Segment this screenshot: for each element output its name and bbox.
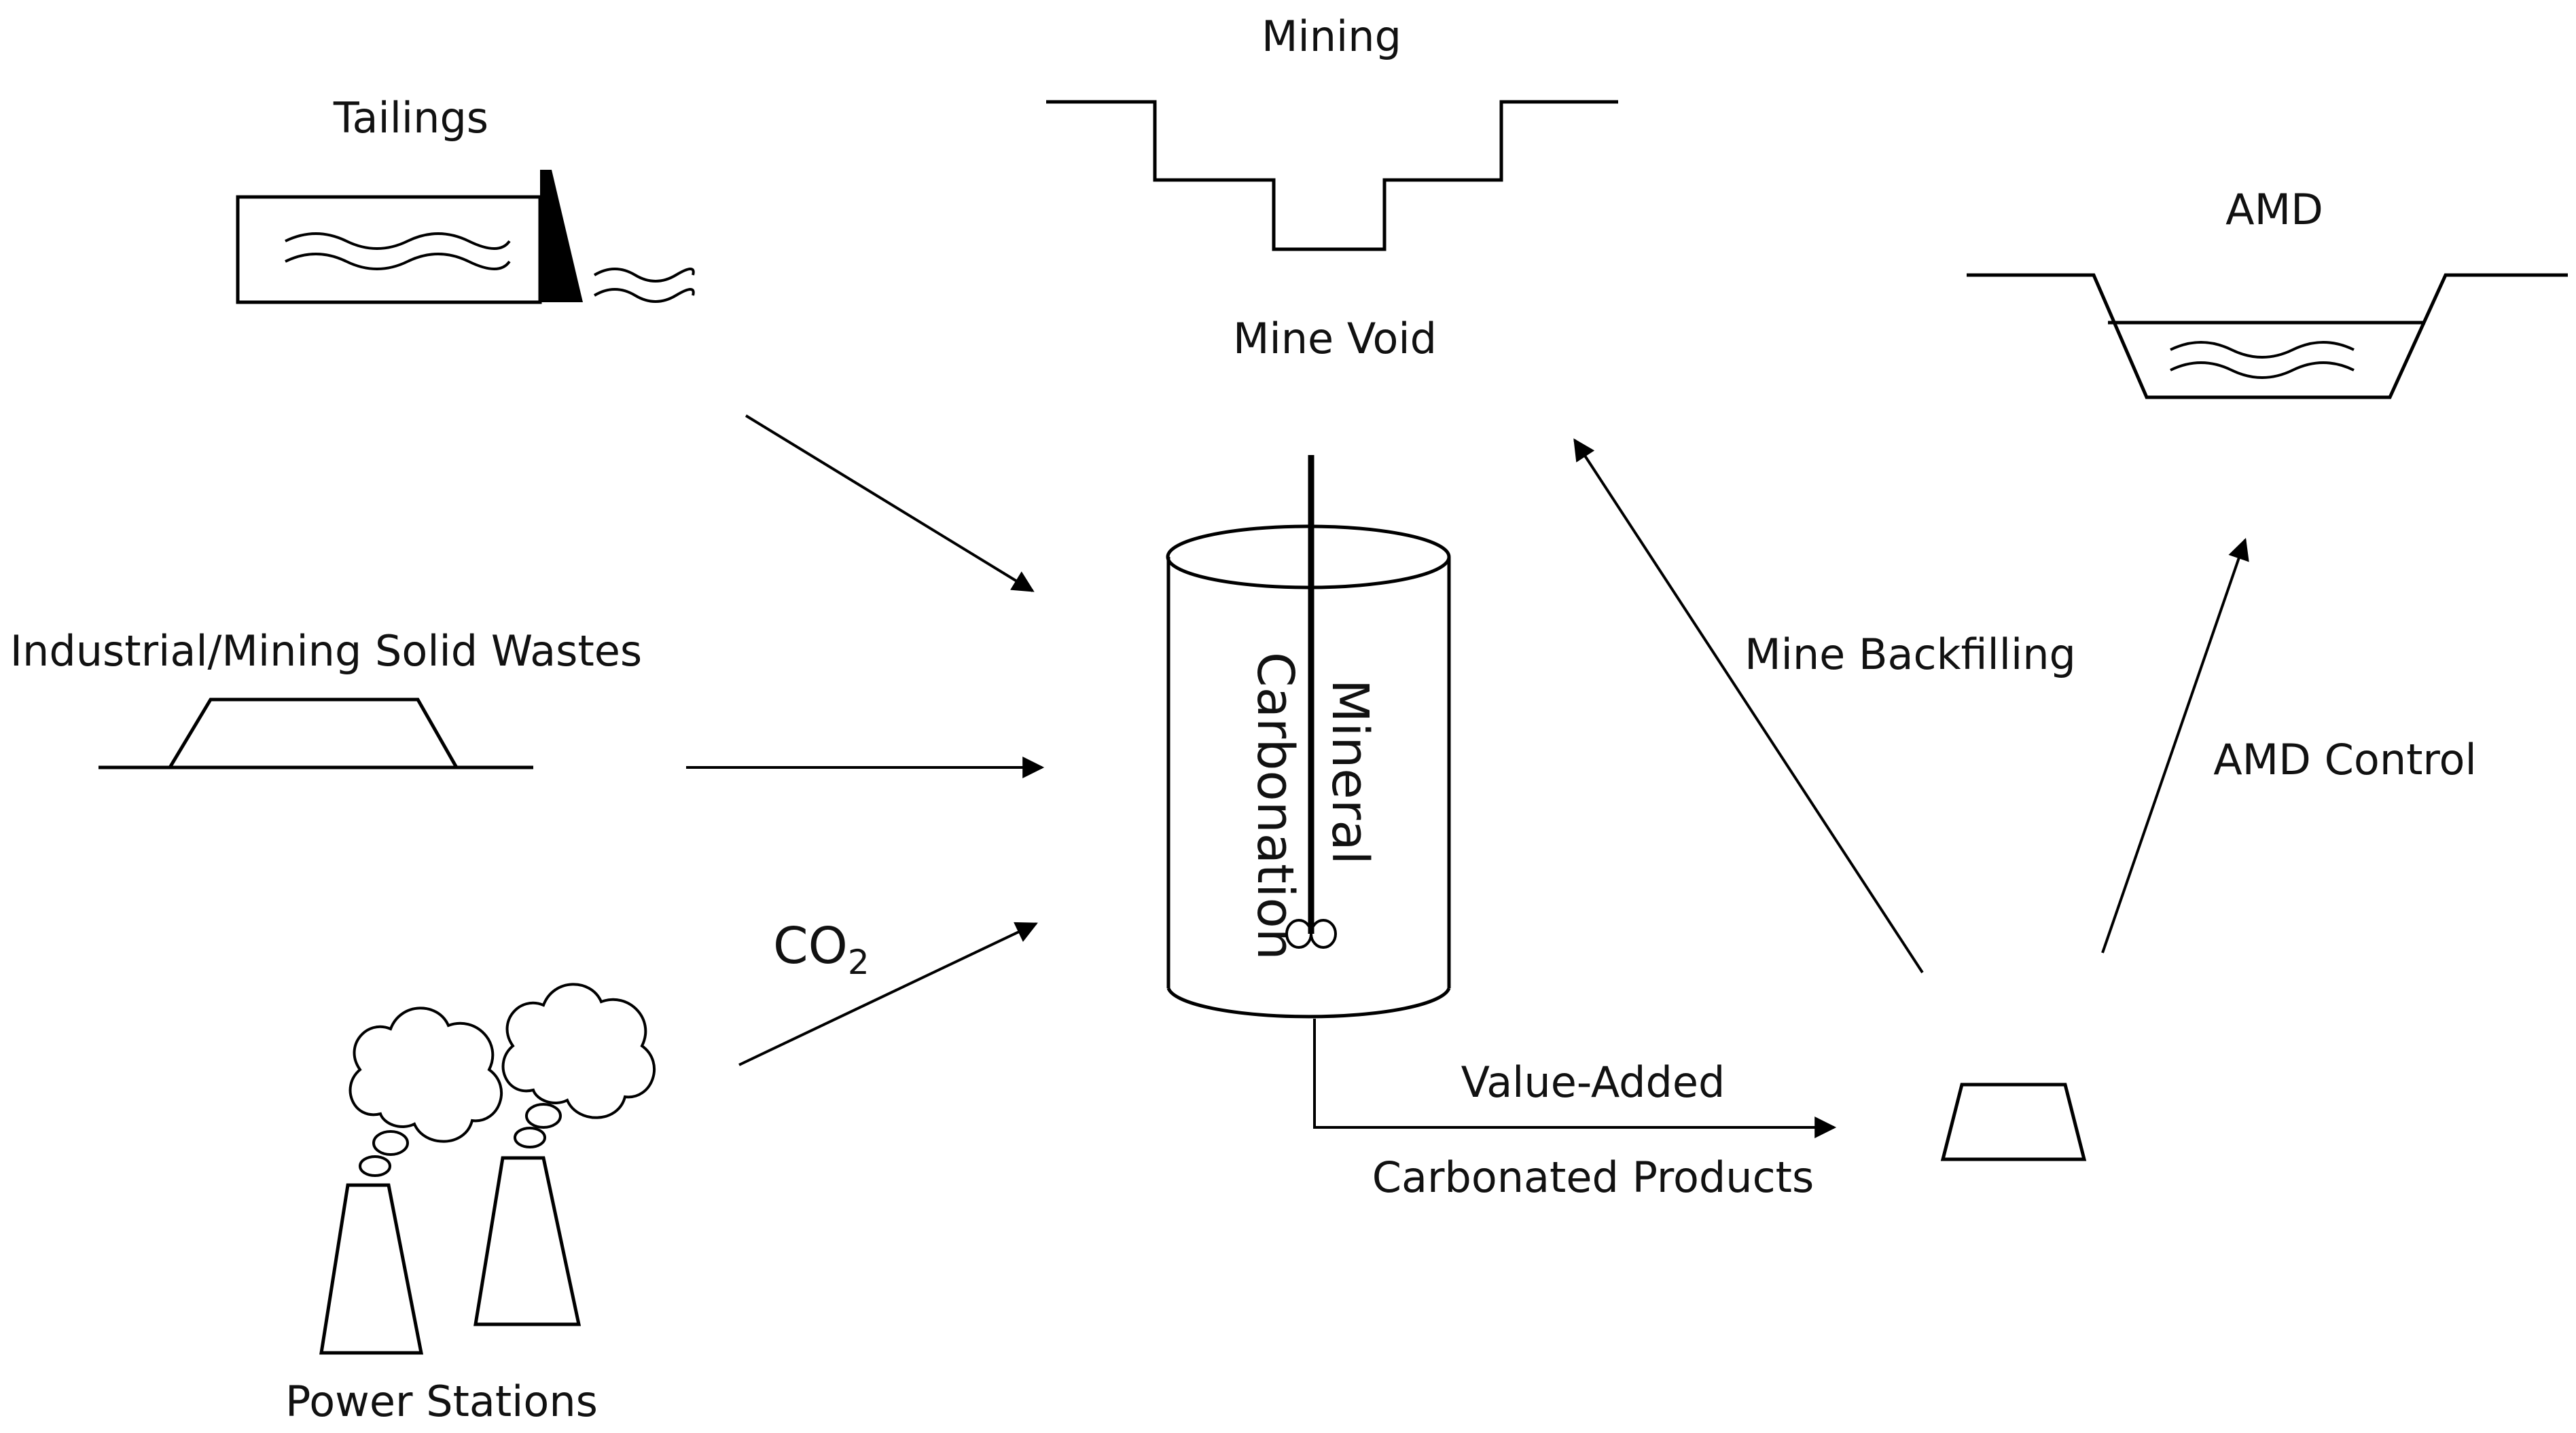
value-added-label: Value-Added (1461, 1057, 1725, 1107)
power-stations-icon (319, 983, 656, 1355)
amd-label: AMD (2225, 185, 2323, 234)
amd-pond-icon (1967, 273, 2568, 399)
amd-control-label: AMD Control (2213, 735, 2476, 784)
arrow-reactor-to-products (1313, 1019, 1837, 1138)
power-stations-label: Power Stations (285, 1377, 598, 1426)
mine-pit-icon (1046, 100, 1618, 251)
mining-label: Mining (1262, 12, 1401, 61)
arrow-tailings-to-reactor (745, 414, 1035, 592)
co2-label: CO2 (773, 917, 870, 982)
carbonated-product-pile-icon (1940, 1083, 2087, 1161)
co2-label-subscript: 2 (848, 943, 870, 982)
mine-void-label: Mine Void (1233, 314, 1437, 363)
reactor-label-carbonation: Carbonation (1246, 652, 1304, 960)
reactor-label-mineral: Mineral (1321, 679, 1379, 865)
tailings-label: Tailings (333, 93, 488, 143)
co2-label-main: CO (773, 917, 848, 975)
carbonation-reactor-icon (1166, 455, 1451, 1019)
tailings-dam-icon (236, 170, 695, 304)
carbonated-products-label: Carbonated Products (1372, 1153, 1814, 1202)
solid-waste-pile-icon (99, 697, 533, 769)
mine-backfilling-label: Mine Backfilling (1745, 630, 2076, 679)
arrow-products-to-mine-void (1573, 438, 1924, 974)
industrial-wastes-label: Industrial/Mining Solid Wastes (10, 626, 642, 676)
arrow-co2-to-reactor (738, 922, 1038, 1066)
arrow-products-to-amd (2101, 537, 2249, 954)
